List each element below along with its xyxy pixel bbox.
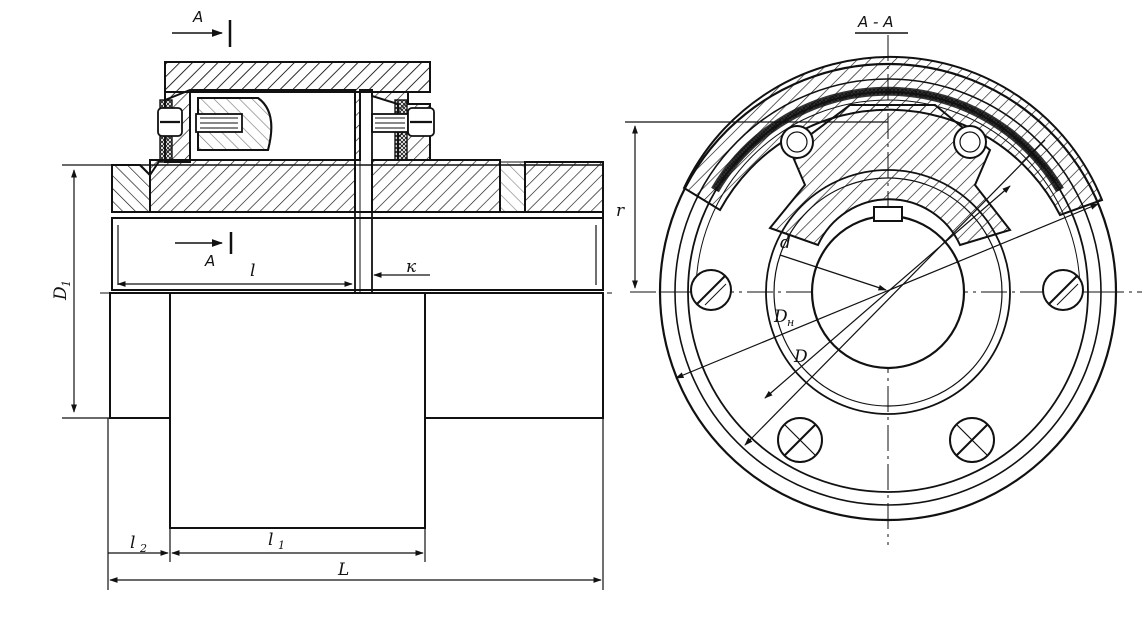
bolt-hole-bottom-left bbox=[777, 417, 823, 463]
side-view bbox=[62, 20, 612, 590]
dim-r-label: r bbox=[616, 201, 625, 221]
bolt-right bbox=[371, 107, 435, 137]
bolt-left bbox=[157, 107, 243, 137]
dim-l1-label: l bbox=[268, 530, 273, 550]
section-title: A - A bbox=[857, 13, 893, 31]
svg-text:D: D bbox=[51, 286, 71, 301]
hub bbox=[111, 159, 604, 290]
shaft-bore bbox=[100, 217, 612, 294]
bolt-hole-right bbox=[1042, 269, 1084, 311]
section-arrow-top bbox=[172, 20, 232, 47]
dim-Dn-sub: н bbox=[787, 316, 794, 329]
section-view bbox=[625, 32, 1142, 545]
pin-rod bbox=[354, 90, 373, 295]
dim-Dn-label: D bbox=[773, 307, 788, 327]
bolt-hole-left bbox=[690, 269, 732, 311]
dim-l-label: l bbox=[250, 261, 255, 281]
section-arrow-mid-label: A bbox=[204, 252, 215, 270]
dim-d-label: d bbox=[780, 233, 791, 253]
housing-top bbox=[159, 61, 431, 163]
svg-text:1: 1 bbox=[60, 280, 73, 287]
dim-l2-label: l bbox=[130, 533, 135, 553]
dim-L-label: L bbox=[337, 560, 349, 580]
dimension-lines bbox=[62, 164, 604, 590]
dim-D-label: D bbox=[793, 347, 808, 367]
lower-body bbox=[109, 292, 604, 529]
dim-D1-label: D 1 bbox=[51, 280, 73, 301]
dim-l1-sub: 1 bbox=[278, 539, 285, 552]
dim-l2-sub: 2 bbox=[139, 542, 147, 555]
dim-k-label: к bbox=[406, 257, 417, 277]
section-arrow-mid bbox=[175, 232, 233, 254]
section-arrow-top-label: A bbox=[192, 8, 203, 26]
bolt-hole-bottom-right bbox=[949, 417, 995, 463]
radial-dimensions bbox=[625, 121, 1099, 446]
